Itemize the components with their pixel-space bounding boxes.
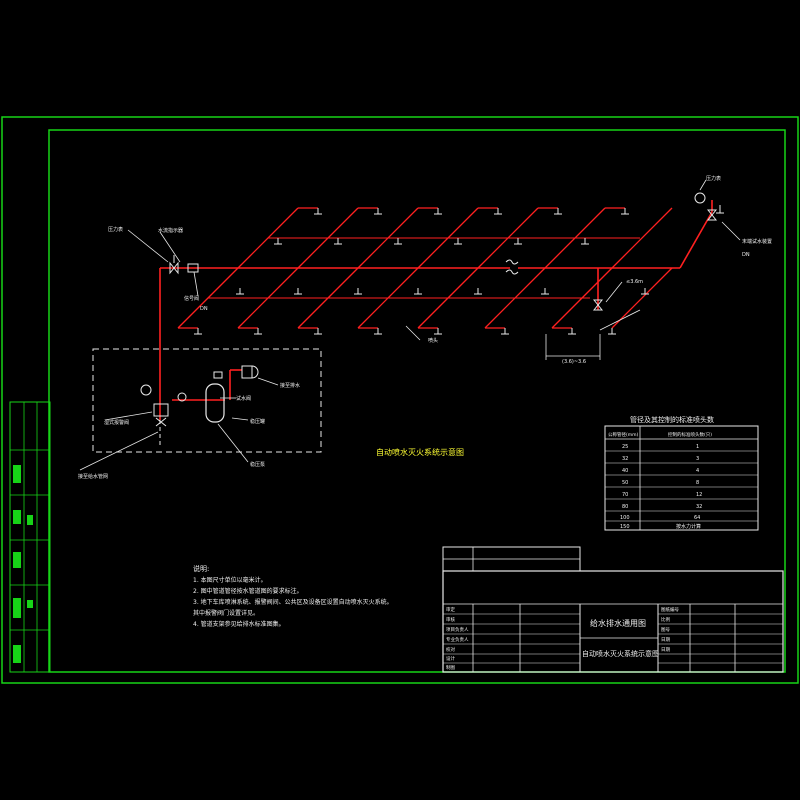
table-cell: 100	[620, 515, 630, 521]
label-pipe-dn: DN	[200, 306, 208, 312]
tb-row-label: 审定	[446, 606, 455, 613]
label-pressure-gauge: 压力表	[108, 226, 123, 233]
tb-row-label: 专业负责人	[446, 636, 469, 643]
table-cell: 50	[622, 480, 628, 486]
tb-right-label: 日期	[661, 637, 670, 643]
outer-frame	[1, 116, 799, 684]
table-cell: 80	[622, 504, 628, 510]
diagram-title: 自动喷水灭火系统示意图	[376, 447, 464, 457]
tb-right-label: 图纸编号	[661, 606, 679, 613]
table-title: 管径及其控制的标准喷头数	[630, 415, 714, 424]
cross-mains	[208, 237, 640, 299]
sprinkler-heads	[194, 208, 649, 335]
note-item: 其中报警阀门设置详见。	[193, 609, 259, 617]
binding-strip	[9, 401, 51, 673]
label-to-drain: 接至排水	[280, 382, 300, 389]
label-flow-indicator: 水流指示器	[158, 227, 183, 234]
label-dim: (3.6)~3.6	[562, 359, 586, 365]
notes-heading: 说明:	[193, 564, 209, 573]
table-header-1: 控制的标准喷头数(只)	[668, 431, 712, 438]
note-item: 4. 管道支架参见给排水标准图集。	[193, 620, 285, 628]
label-drain-dn: DN	[742, 252, 750, 258]
title-block-rows: 审定 审核 项目负责人 专业负责人 校对 设计 制图 图纸编号 比例 图号 日期…	[446, 606, 679, 671]
table-cell: 25	[622, 444, 628, 450]
label-pressure-tank: 稳压罐	[250, 418, 265, 425]
label-pump: 稳压泵	[250, 461, 265, 468]
tb-right-label: 图号	[661, 627, 670, 633]
tb-row-label: 制图	[446, 664, 455, 671]
devices	[140, 192, 724, 448]
table-header-0: 公称管径(mm)	[608, 431, 639, 438]
table-cell: 8	[696, 480, 699, 486]
pipe-break-symbol	[505, 259, 519, 275]
tb-row-label: 项目负责人	[446, 626, 469, 633]
label-end-test: 末端试水装置	[742, 238, 772, 245]
label-to-building: 接至给水管网	[78, 473, 108, 480]
tb-right-label: 日期	[661, 647, 670, 653]
title-block	[442, 546, 784, 673]
inner-frame	[48, 129, 786, 673]
note-item: 1. 本图尺寸单位以毫米计。	[193, 576, 267, 584]
note-item: 2. 图中管道管径按水管道图的要求标注。	[193, 587, 303, 595]
table-cell: 12	[696, 492, 702, 498]
tb-right-label: 比例	[661, 616, 670, 623]
tb-row-label: 校对	[446, 646, 455, 653]
label-test-valve: 试水阀	[236, 395, 251, 402]
notes: 说明: 1. 本图尺寸单位以毫米计。 2. 图中管道管径按水管道图的要求标注。 …	[193, 564, 393, 628]
label-top-gauge: 压力表	[706, 175, 721, 182]
table-cell: 40	[622, 468, 628, 474]
table-cell: 32	[696, 504, 702, 510]
drawing-name: 给水排水通用图	[590, 618, 646, 628]
table-cell: 32	[622, 456, 628, 462]
table-cell: 3	[696, 456, 699, 462]
label-alarm-valve: 湿式报警阀	[104, 419, 129, 426]
sheet-title: 自动喷水灭火系统示意图	[582, 649, 659, 658]
table-rows: 25 1 32 3 40 4 50 8 70 12 80 32 100 64 1…	[620, 444, 702, 530]
leader-lines	[79, 179, 741, 471]
table-cell: 70	[622, 492, 628, 498]
table-cell: 64	[694, 515, 700, 521]
tb-row-label: 审核	[446, 616, 455, 623]
table-cell: 按水力计算	[676, 523, 701, 530]
label-signal-valve: 信号阀	[184, 295, 199, 302]
tb-row-label: 设计	[446, 655, 455, 662]
table-cell: 1	[696, 444, 699, 450]
pump-room-box	[92, 348, 322, 453]
label-sprinkler: 喷头	[428, 337, 438, 344]
pipe-size-table	[604, 425, 759, 531]
table-cell: 4	[696, 468, 699, 474]
label-spacing: ≤3.6m	[626, 279, 643, 285]
note-item: 3. 地下车库喷淋系统、报警阀间、公共区及设备区设置自动喷水灭火系统。	[193, 598, 393, 606]
table-cell: 150	[620, 524, 630, 530]
